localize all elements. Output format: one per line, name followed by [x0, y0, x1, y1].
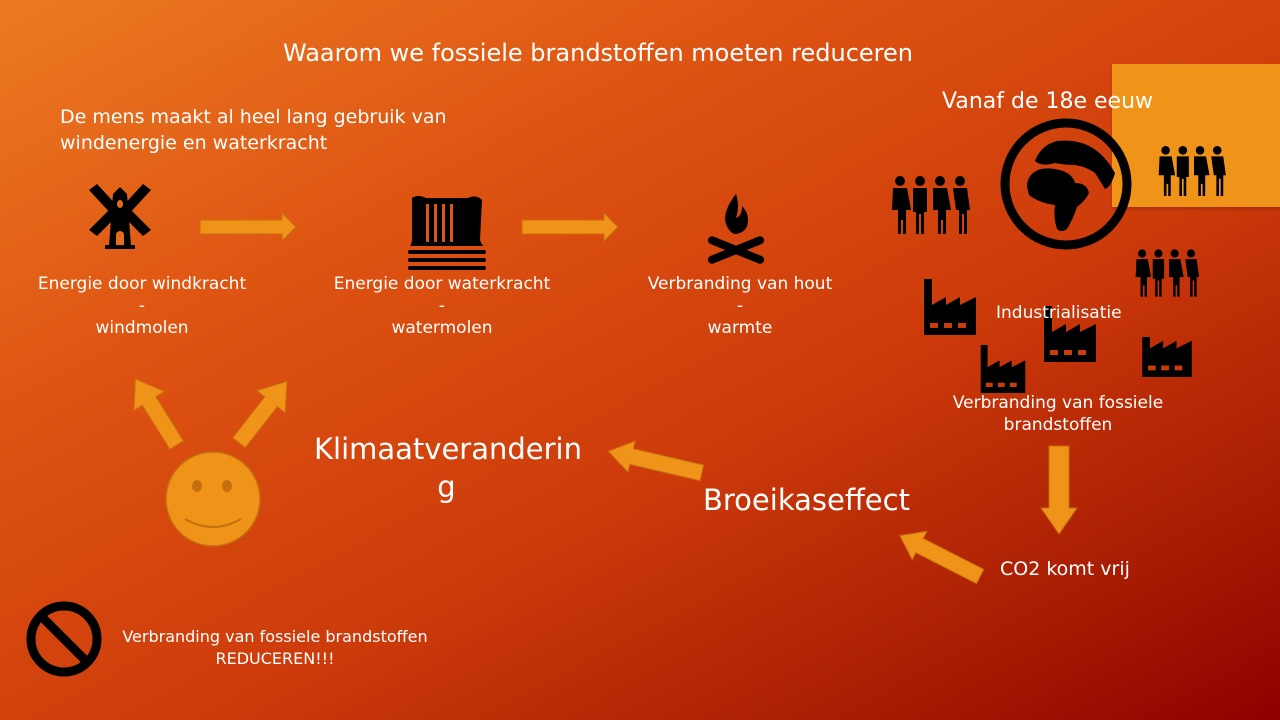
step-sep: - — [438, 296, 446, 316]
step-label: Energie door windkracht — [37, 274, 247, 294]
orange-box — [1112, 64, 1280, 207]
step-label: Energie door waterkracht — [333, 274, 551, 294]
step-label: Verbranding van hout — [647, 274, 833, 294]
intro-line-2: windenergie en waterkracht — [60, 132, 328, 154]
arrow-down — [1039, 444, 1079, 536]
people-icon — [890, 176, 976, 234]
greenhouse-text: Broeikaseffect — [703, 483, 910, 517]
intro-text: De mens maakt al heel lang gebruik van w… — [60, 104, 447, 156]
conclusion-text: Verbranding van fossiele brandstoffen RE… — [110, 626, 440, 670]
slide-title: Waarom we fossiele brandstoffen moeten r… — [283, 39, 913, 67]
factory-icon — [1140, 337, 1194, 377]
co2-text: CO2 komt vrij — [1000, 558, 1130, 580]
arrow-to-klimaat — [602, 433, 708, 491]
conclusion-line-1: Verbranding van fossiele brandstoffen — [122, 627, 428, 646]
step-sep: - — [736, 296, 744, 316]
windmill-icon — [85, 182, 155, 252]
smiley-icon — [163, 449, 263, 549]
fossil-line-1: Verbranding van fossiele — [952, 393, 1164, 413]
climate-line-1: Klimaatveranderin — [314, 432, 582, 466]
people-icon — [1134, 249, 1204, 297]
step-sub: windmolen — [95, 318, 189, 338]
arrow-right-2 — [520, 212, 620, 242]
campfire-icon — [704, 192, 768, 268]
arrow-to-broeikas — [890, 519, 990, 594]
fossil-text: Verbranding van fossiele brandstoffen — [940, 392, 1176, 436]
step-sep: - — [138, 296, 146, 316]
step-windkracht: Energie door windkracht - windmolen — [20, 273, 264, 339]
industrialisation-text: Industrialisatie — [996, 303, 1122, 323]
arrow-right-1 — [198, 212, 298, 242]
factory-icon — [922, 279, 978, 335]
fossil-line-2: brandstoffen — [1003, 415, 1113, 435]
era-text: Vanaf de 18e eeuw — [942, 89, 1154, 114]
intro-line-1: De mens maakt al heel lang gebruik van — [60, 106, 447, 128]
arrow-up-left — [117, 367, 194, 458]
step-sub: watermolen — [391, 318, 493, 338]
factory-icon — [979, 345, 1027, 393]
prohibited-icon — [25, 600, 103, 678]
arrow-up-right — [222, 367, 304, 456]
step-sub: warmte — [707, 318, 773, 338]
step-hout: Verbranding van hout - warmte — [640, 273, 840, 339]
climate-text: Klimaatveranderin g — [314, 430, 582, 506]
globe-icon — [999, 117, 1134, 252]
step-waterkracht: Energie door waterkracht - watermolen — [320, 273, 564, 339]
climate-line-2: g — [437, 470, 456, 504]
people-icon — [1157, 146, 1231, 196]
conclusion-line-2: REDUCEREN!!! — [215, 649, 335, 668]
waterfall-icon — [408, 192, 486, 270]
